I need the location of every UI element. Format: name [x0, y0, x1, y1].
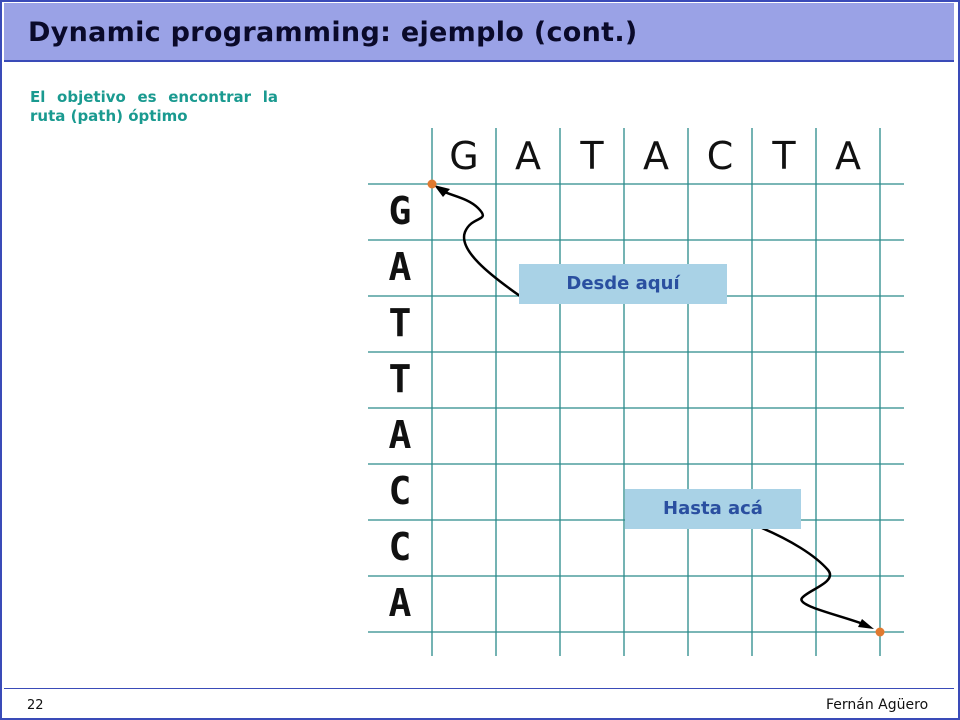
column-letter: A — [835, 134, 861, 178]
row-letter: G — [388, 189, 412, 233]
column-letter: C — [706, 134, 734, 178]
start-arrow — [439, 188, 521, 298]
start-arrowhead — [434, 185, 450, 197]
row-letter: C — [388, 525, 412, 569]
column-letter: T — [772, 134, 796, 178]
page-number: 22 — [27, 698, 44, 713]
start-dot — [427, 179, 437, 189]
end-arrowhead — [858, 619, 874, 629]
title-bar: Dynamic programming: ejemplo (cont.) — [4, 3, 954, 62]
row-letter: A — [388, 581, 412, 625]
row-letter: A — [388, 245, 412, 289]
objective-text: El objetivo es encontrar la ruta (path) … — [30, 88, 278, 125]
row-letter: A — [388, 413, 412, 457]
start-label: Desde aquí — [519, 264, 727, 304]
author-name: Fernán Agüero — [826, 697, 929, 713]
grid-lines — [368, 128, 904, 656]
row-letter: T — [388, 357, 412, 401]
end-label: Hasta acá — [625, 489, 801, 529]
column-letter: A — [515, 134, 541, 178]
footer-divider — [4, 688, 954, 689]
column-letter: G — [449, 134, 479, 178]
end-arrow — [761, 526, 867, 627]
row-letter: T — [388, 301, 412, 345]
column-letter: T — [580, 134, 604, 178]
slide-title: Dynamic programming: ejemplo (cont.) — [28, 17, 638, 48]
column-letter: A — [643, 134, 669, 178]
row-letter: C — [388, 469, 412, 513]
end-dot — [875, 627, 885, 637]
